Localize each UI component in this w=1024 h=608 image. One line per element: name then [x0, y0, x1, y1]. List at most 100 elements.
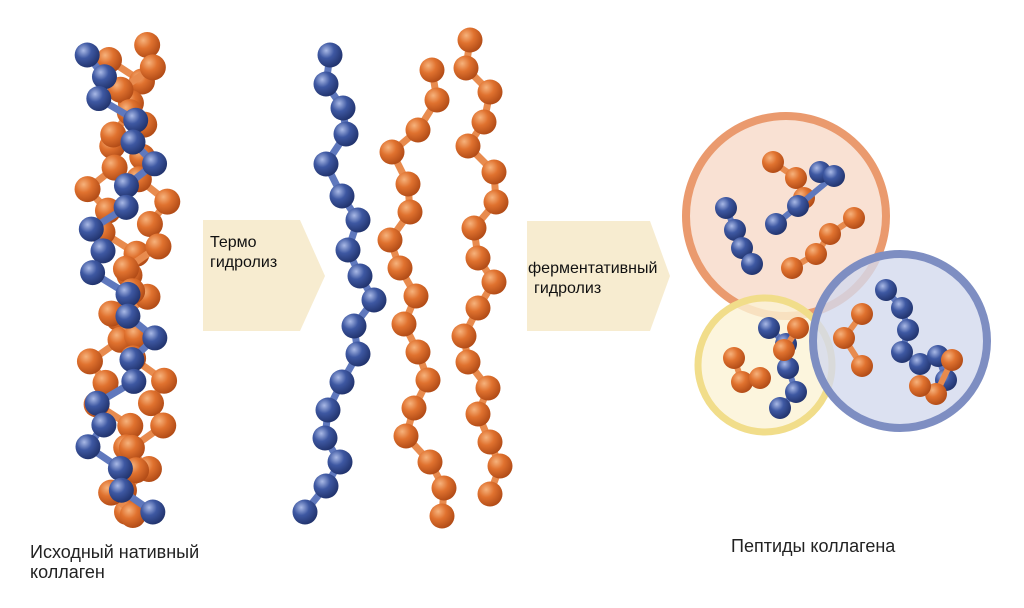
orange-chain-12	[773, 317, 809, 361]
bead	[715, 197, 737, 219]
native-collagen-caption: Исходный нативный коллаген	[30, 542, 270, 582]
bead	[151, 367, 178, 394]
bead	[90, 238, 116, 264]
blue-chain-4	[292, 42, 387, 525]
bead	[405, 339, 431, 365]
bead	[345, 341, 371, 367]
bead	[475, 375, 501, 401]
bead	[419, 57, 445, 83]
bead	[455, 349, 481, 375]
bead	[891, 297, 913, 319]
bead	[76, 348, 103, 375]
bead	[403, 283, 429, 309]
bead	[465, 295, 491, 321]
bead	[471, 109, 497, 135]
enzymatic-hydrolysis-arrow	[527, 221, 670, 331]
bead	[851, 355, 873, 377]
bead	[113, 194, 139, 220]
bead	[345, 207, 371, 233]
bead	[395, 171, 421, 197]
bead	[107, 455, 133, 481]
blue-chain-8	[765, 161, 845, 235]
bead	[84, 390, 110, 416]
bead	[941, 349, 963, 371]
bead	[145, 233, 172, 260]
bead	[724, 219, 746, 241]
orange-chain-10	[781, 207, 865, 279]
bead	[424, 87, 450, 113]
bead	[86, 86, 112, 112]
bead	[329, 183, 355, 209]
bead	[465, 401, 491, 427]
bead	[455, 133, 481, 159]
bead	[140, 499, 166, 525]
bead	[749, 367, 771, 389]
native-caption-line-2: коллаген	[30, 562, 105, 582]
bead	[785, 381, 807, 403]
bead	[387, 255, 413, 281]
bead	[465, 245, 491, 271]
bead	[150, 412, 177, 439]
bead	[405, 117, 431, 143]
bead	[312, 425, 338, 451]
bead	[108, 477, 134, 503]
orange-chain-13	[723, 347, 771, 393]
bead	[909, 375, 931, 397]
bead	[417, 449, 443, 475]
peptides-caption-line: Пептиды коллагена	[731, 536, 896, 556]
bead	[317, 42, 343, 68]
bead	[762, 151, 784, 173]
collagen-peptides-caption: Пептиды коллагена	[731, 536, 971, 556]
bead	[313, 473, 339, 499]
bead	[91, 64, 117, 90]
bead	[119, 347, 145, 373]
bead	[101, 154, 128, 181]
bead	[78, 216, 104, 242]
bead	[393, 423, 419, 449]
bead	[391, 311, 417, 337]
bead	[113, 173, 139, 199]
bead	[785, 167, 807, 189]
bead	[327, 449, 353, 475]
bead	[723, 347, 745, 369]
bead	[851, 303, 873, 325]
bead	[487, 453, 513, 479]
enzyme-label-line-2: гидролиз	[534, 280, 602, 297]
bead	[120, 129, 146, 155]
bead	[139, 54, 166, 81]
bead	[75, 434, 101, 460]
bead	[118, 434, 145, 461]
bead	[112, 255, 139, 282]
bead	[451, 323, 477, 349]
bead	[117, 412, 144, 439]
blue-chain-9	[715, 197, 763, 275]
bead	[833, 327, 855, 349]
bead	[379, 139, 405, 165]
bead	[74, 176, 101, 203]
bead	[292, 499, 318, 525]
blue-chain-3	[74, 42, 168, 525]
bead	[481, 269, 507, 295]
bead	[137, 390, 164, 417]
bead	[765, 213, 787, 235]
bead	[909, 353, 931, 375]
bead	[341, 313, 367, 339]
bead	[823, 165, 845, 187]
bead	[741, 253, 763, 275]
bead	[429, 503, 455, 529]
bead	[347, 263, 373, 289]
orange-chain-14	[833, 303, 873, 377]
bead	[457, 27, 483, 53]
bead	[481, 159, 507, 185]
bead	[80, 260, 106, 286]
bead	[92, 369, 119, 396]
bead	[119, 502, 146, 528]
bead	[91, 412, 117, 438]
bead	[891, 341, 913, 363]
bead	[758, 317, 780, 339]
bead	[397, 199, 423, 225]
bead	[787, 195, 809, 217]
bead	[843, 207, 865, 229]
bead	[121, 368, 147, 394]
